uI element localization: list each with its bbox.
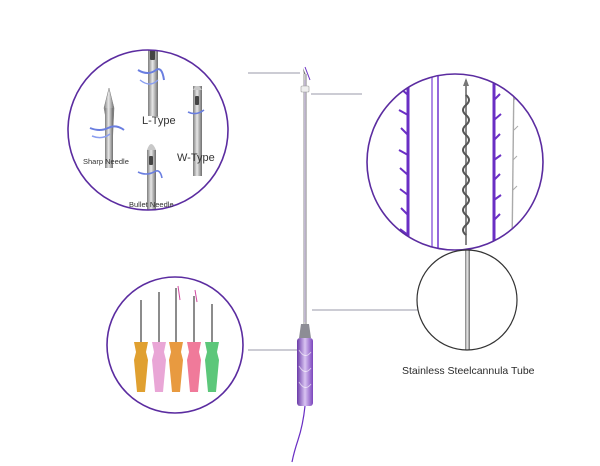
hub-needle-pink bbox=[152, 292, 166, 392]
steel-tube-icon bbox=[465, 250, 470, 350]
cannula-tube-circle bbox=[416, 249, 518, 351]
bullet-needle-icon bbox=[137, 144, 163, 210]
needle-types-circle-border bbox=[67, 49, 229, 211]
hub-needle-orange bbox=[134, 300, 148, 392]
pointer-lines bbox=[248, 72, 418, 351]
cannula-tube-circle-border bbox=[416, 249, 518, 351]
threads-circle bbox=[366, 73, 544, 251]
w-type-label: W-Type bbox=[177, 152, 215, 164]
sharp-needle-icon bbox=[89, 87, 125, 168]
cannula-tube-caption: Stainless Steelcannula Tube bbox=[402, 365, 535, 377]
l-type-label: L-Type bbox=[142, 115, 176, 127]
hub-needle-amber bbox=[169, 288, 183, 392]
threads-circle-border bbox=[366, 73, 544, 251]
screw-thread-icon bbox=[462, 78, 470, 245]
cog-thread-icon bbox=[492, 74, 502, 250]
cannula-product bbox=[291, 66, 313, 463]
bullet-needle-label: Bullet Needle bbox=[129, 200, 174, 209]
w-type-needle-icon bbox=[187, 86, 205, 176]
hub-needles-circle-border bbox=[106, 276, 244, 414]
needle-types-circle bbox=[67, 49, 229, 211]
trailing-thread bbox=[291, 405, 306, 463]
silver-thread-icon bbox=[511, 74, 515, 250]
hub-needle-coral bbox=[187, 296, 201, 392]
mono-thread-icon bbox=[431, 74, 439, 250]
sharp-needle-label: Sharp Needle bbox=[83, 157, 129, 166]
hub-needles-circle bbox=[106, 276, 244, 414]
barbed-thread-icon bbox=[398, 74, 410, 250]
l-type-needle-icon bbox=[137, 50, 165, 116]
hub-needle-green bbox=[205, 304, 219, 392]
